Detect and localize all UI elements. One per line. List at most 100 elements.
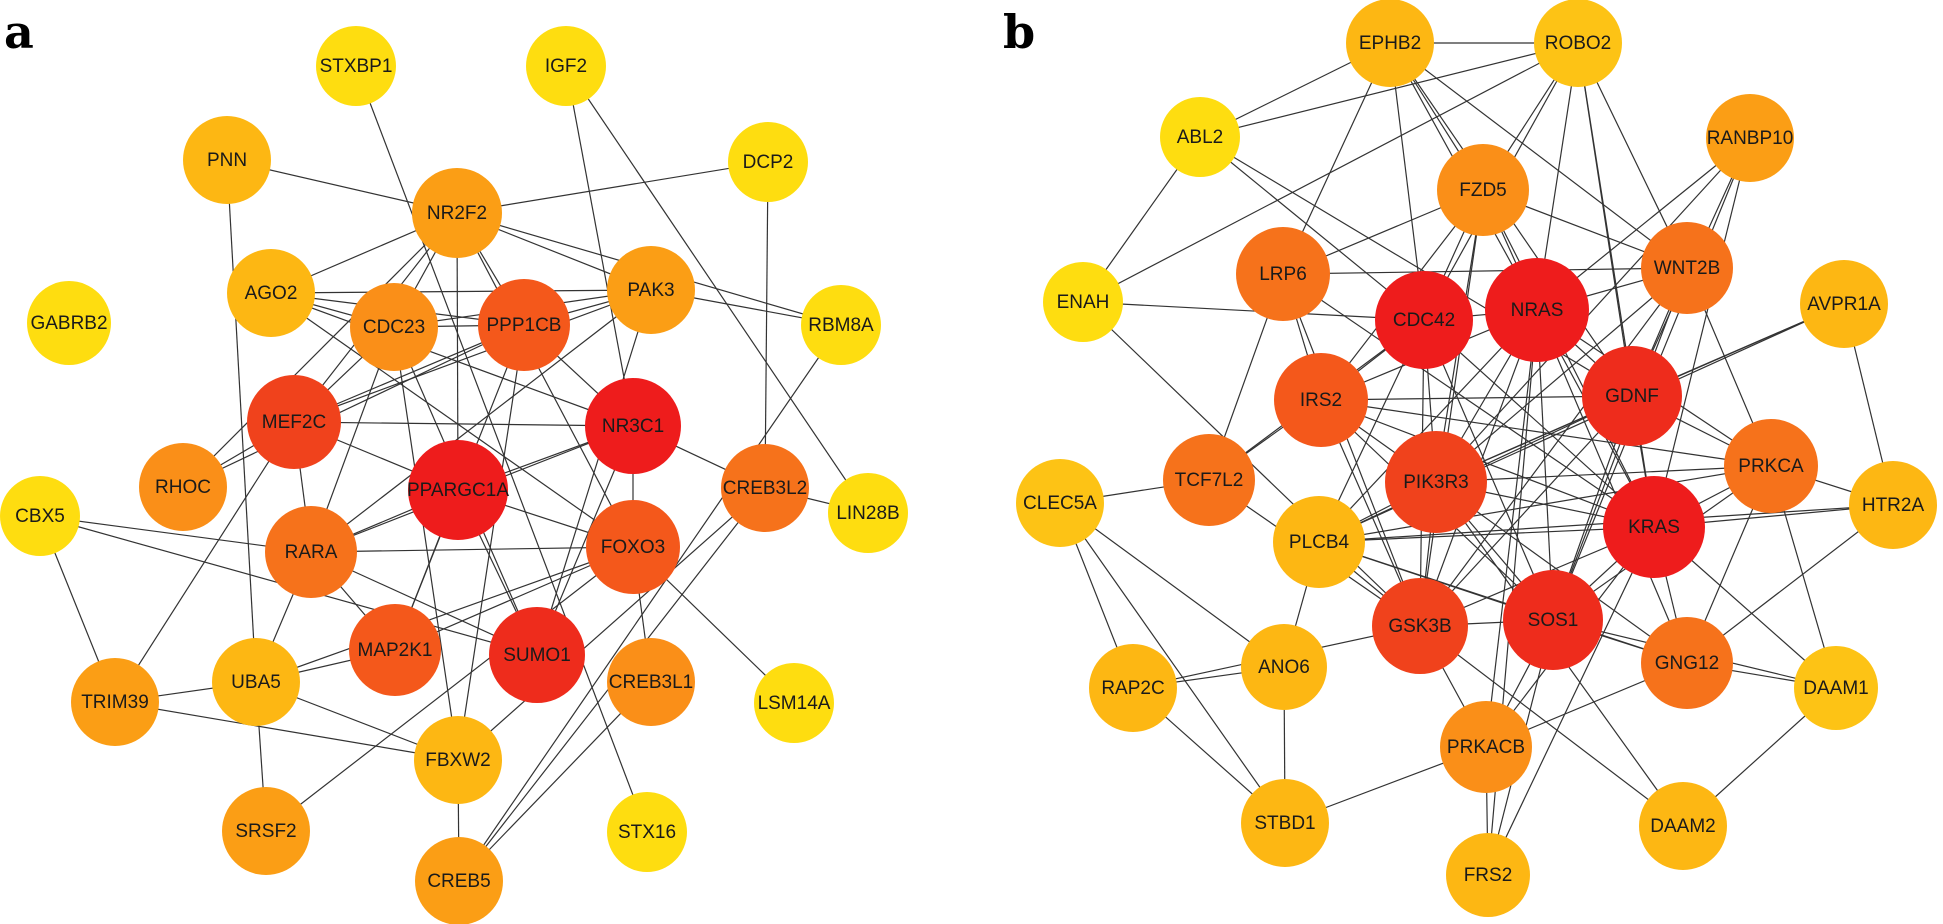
edge-robo2-enah	[1082, 42, 1579, 303]
node-circle-avpr1a	[1800, 260, 1888, 348]
node-label-gsk3b: GSK3B	[1388, 616, 1451, 637]
node-label-uba5: UBA5	[231, 672, 281, 693]
node-circle-prkacb	[1440, 701, 1532, 793]
node-label-sumo1: SUMO1	[503, 645, 571, 666]
node-circle-trim39	[71, 658, 159, 746]
node-circle-wnt2b	[1641, 222, 1733, 314]
node-label-dcp2: DCP2	[743, 152, 794, 173]
node-circle-irs2	[1274, 353, 1368, 447]
node-ago2: AGO2	[227, 249, 315, 337]
edge-kras-plcb4	[1318, 526, 1655, 543]
node-circle-sumo1	[489, 607, 585, 703]
node-circle-lsm14a	[754, 663, 834, 743]
node-circle-cbx5	[0, 476, 80, 556]
node-rhoc: RHOC	[139, 443, 227, 531]
panel-b-label: b	[1003, 5, 1035, 59]
node-circle-creb3l1	[607, 638, 695, 726]
node-gabrb2: GABRB2	[27, 281, 111, 365]
node-prkca: PRKCA	[1724, 419, 1818, 513]
node-label-ranbp10: RANBP10	[1707, 128, 1794, 149]
node-circle-stbd1	[1241, 779, 1329, 867]
edge-ppp1cb-fbxw2	[457, 324, 525, 761]
node-label-fzd5: FZD5	[1459, 180, 1507, 201]
node-label-cbx5: CBX5	[15, 506, 65, 527]
node-circle-robo2	[1534, 0, 1622, 87]
node-circle-dcp2	[728, 122, 808, 202]
node-circle-creb3l2	[721, 444, 809, 532]
node-rap2c: RAP2C	[1089, 644, 1177, 732]
edge-ephb2-wnt2b	[1389, 42, 1688, 269]
edge-clec5a-ano6	[1059, 502, 1285, 668]
node-label-ppargc1a: PPARGC1A	[407, 480, 509, 501]
node-label-creb5: CREB5	[427, 871, 490, 892]
node-circle-nras	[1485, 258, 1589, 362]
node-label-robo2: ROBO2	[1545, 33, 1612, 54]
node-label-htr2a: HTR2A	[1862, 495, 1925, 516]
node-label-igf2: IGF2	[545, 56, 587, 77]
node-lrp6: LRP6	[1236, 227, 1330, 321]
node-circle-gsk3b	[1372, 578, 1468, 674]
node-label-clec5a: CLEC5A	[1023, 493, 1097, 514]
node-circle-kras	[1603, 476, 1705, 578]
node-cbx5: CBX5	[0, 476, 80, 556]
edge-ago2-foxo3	[270, 292, 634, 548]
edge-creb3l2-fbxw2	[457, 487, 766, 761]
node-label-enah: ENAH	[1057, 292, 1110, 313]
node-uba5: UBA5	[212, 638, 300, 726]
node-tcf7l2: TCF7L2	[1163, 434, 1255, 526]
node-daam1: DAAM1	[1794, 646, 1878, 730]
node-circle-ranbp10	[1706, 94, 1794, 182]
node-circle-ppargc1a	[408, 440, 508, 540]
node-circle-srsf2	[222, 787, 310, 875]
node-circle-lrp6	[1236, 227, 1330, 321]
node-label-nr3c1: NR3C1	[602, 416, 664, 437]
node-circle-prkca	[1724, 419, 1818, 513]
edge-rbm8a-creb5	[458, 324, 842, 882]
node-rara: RARA	[265, 506, 357, 598]
node-label-stx16: STX16	[618, 822, 676, 843]
node-label-rara: RARA	[285, 542, 338, 563]
node-label-map2k1: MAP2K1	[358, 640, 433, 661]
node-label-gabrb2: GABRB2	[30, 313, 107, 334]
node-label-foxo3: FOXO3	[601, 537, 665, 558]
node-fbxw2: FBXW2	[414, 716, 502, 804]
edge-pak3-mef2c	[293, 289, 652, 423]
node-circle-enah	[1043, 262, 1123, 342]
node-stx16: STX16	[607, 792, 687, 872]
edge-kras-frs2	[1487, 526, 1655, 876]
node-circle-ano6	[1241, 624, 1327, 710]
edge-dcp2-nr2f2	[456, 161, 769, 214]
edge-igf2-lin28b	[565, 65, 869, 514]
node-creb3l1: CREB3L1	[607, 638, 695, 726]
node-clec5a: CLEC5A	[1016, 459, 1104, 547]
node-mef2c: MEF2C	[247, 375, 341, 469]
node-robo2: ROBO2	[1534, 0, 1622, 87]
panel-a-label: a	[4, 5, 34, 59]
edge-creb3l1-creb5	[458, 681, 652, 882]
edge-cdc42-sos1	[1423, 319, 1554, 621]
node-label-lrp6: LRP6	[1259, 264, 1307, 285]
node-ephb2: EPHB2	[1346, 0, 1434, 87]
edge-irs2-gdnf	[1320, 395, 1633, 401]
node-sos1: SOS1	[1503, 570, 1603, 670]
edge-nr2f2-rhoc	[182, 212, 458, 488]
node-dcp2: DCP2	[728, 122, 808, 202]
node-stbd1: STBD1	[1241, 779, 1329, 867]
edge-pak3-sumo1	[536, 289, 652, 656]
node-ppargc1a: PPARGC1A	[407, 440, 509, 540]
node-igf2: IGF2	[526, 26, 606, 106]
node-label-irs2: IRS2	[1300, 390, 1342, 411]
node-label-pnn: PNN	[207, 150, 247, 171]
node-ano6: ANO6	[1241, 624, 1327, 710]
node-label-ano6: ANO6	[1258, 657, 1310, 678]
node-frs2: FRS2	[1446, 833, 1530, 917]
edge-fzd5-kras	[1482, 189, 1655, 528]
node-label-srsf2: SRSF2	[235, 821, 296, 842]
node-label-lsm14a: LSM14A	[758, 693, 831, 714]
node-srsf2: SRSF2	[222, 787, 310, 875]
node-fzd5: FZD5	[1437, 144, 1529, 236]
edge-enah-cdc42	[1082, 301, 1425, 321]
